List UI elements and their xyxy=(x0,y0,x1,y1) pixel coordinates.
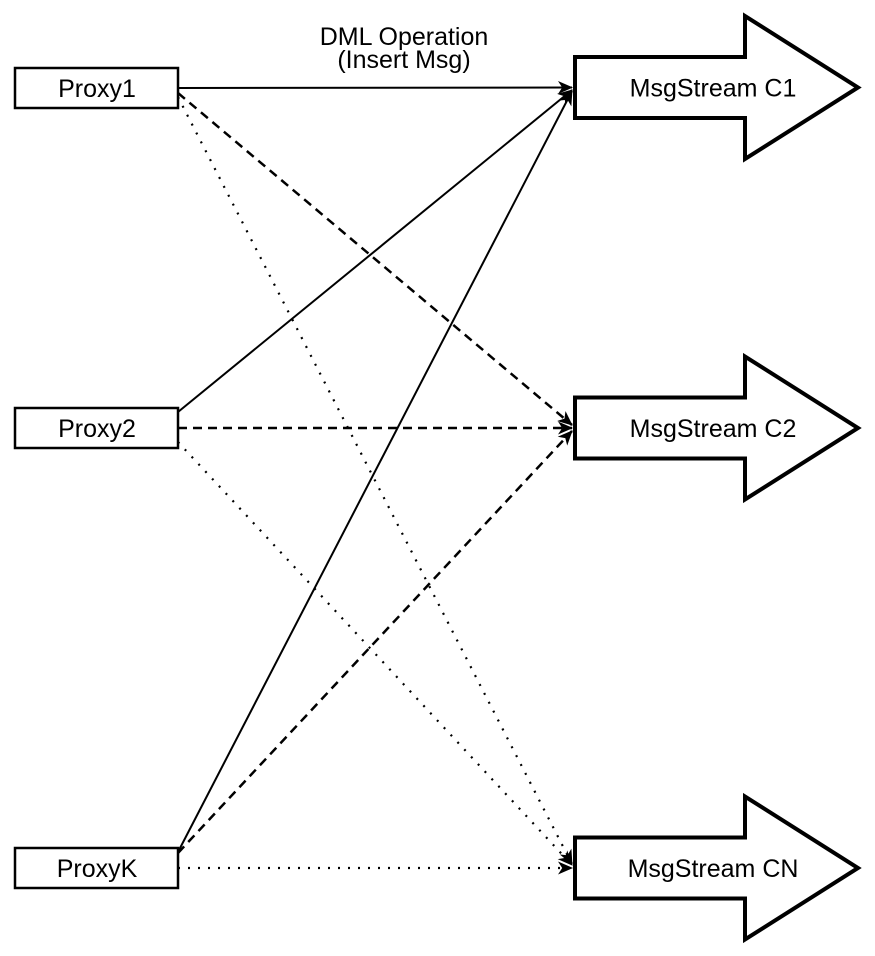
msgstream-c1-label: MsgStream C1 xyxy=(630,75,797,103)
proxyk-label: ProxyK xyxy=(57,855,138,883)
edge-proxy2-to-c1 xyxy=(177,89,573,413)
proxy2-label: Proxy2 xyxy=(58,415,136,443)
proxy1-box xyxy=(13,66,180,110)
proxyk-box xyxy=(13,846,180,890)
edge-proxyk-to-c1 xyxy=(177,90,573,853)
edge-proxy1-to-c2 xyxy=(177,92,573,426)
msgstream-cn-arrow xyxy=(573,792,862,944)
proxy-nodes: Proxy1 Proxy2 ProxyK xyxy=(13,66,180,890)
edge-proxy1-to-cn xyxy=(177,96,573,865)
proxy1-label: Proxy1 xyxy=(58,75,136,103)
edge-proxy2-to-cn xyxy=(177,441,573,866)
proxy2-box xyxy=(13,406,180,450)
msgstream-c1-arrow xyxy=(573,12,862,163)
header-line1: DML Operation xyxy=(320,23,489,51)
msgstream-c2-arrow xyxy=(573,352,862,504)
msgstream-c2-label: MsgStream C2 xyxy=(630,415,797,443)
header-annotation: DML Operation (Insert Msg) xyxy=(320,23,489,74)
msgstream-nodes: MsgStream C1 MsgStream C2 MsgStream CN xyxy=(573,12,862,944)
header-line2: (Insert Msg) xyxy=(337,46,470,74)
msgstream-cn-label: MsgStream CN xyxy=(628,855,799,883)
edge-proxyk-to-c2 xyxy=(177,430,573,854)
edges xyxy=(177,81,573,875)
edge-proxy1-to-c1 xyxy=(177,81,573,95)
